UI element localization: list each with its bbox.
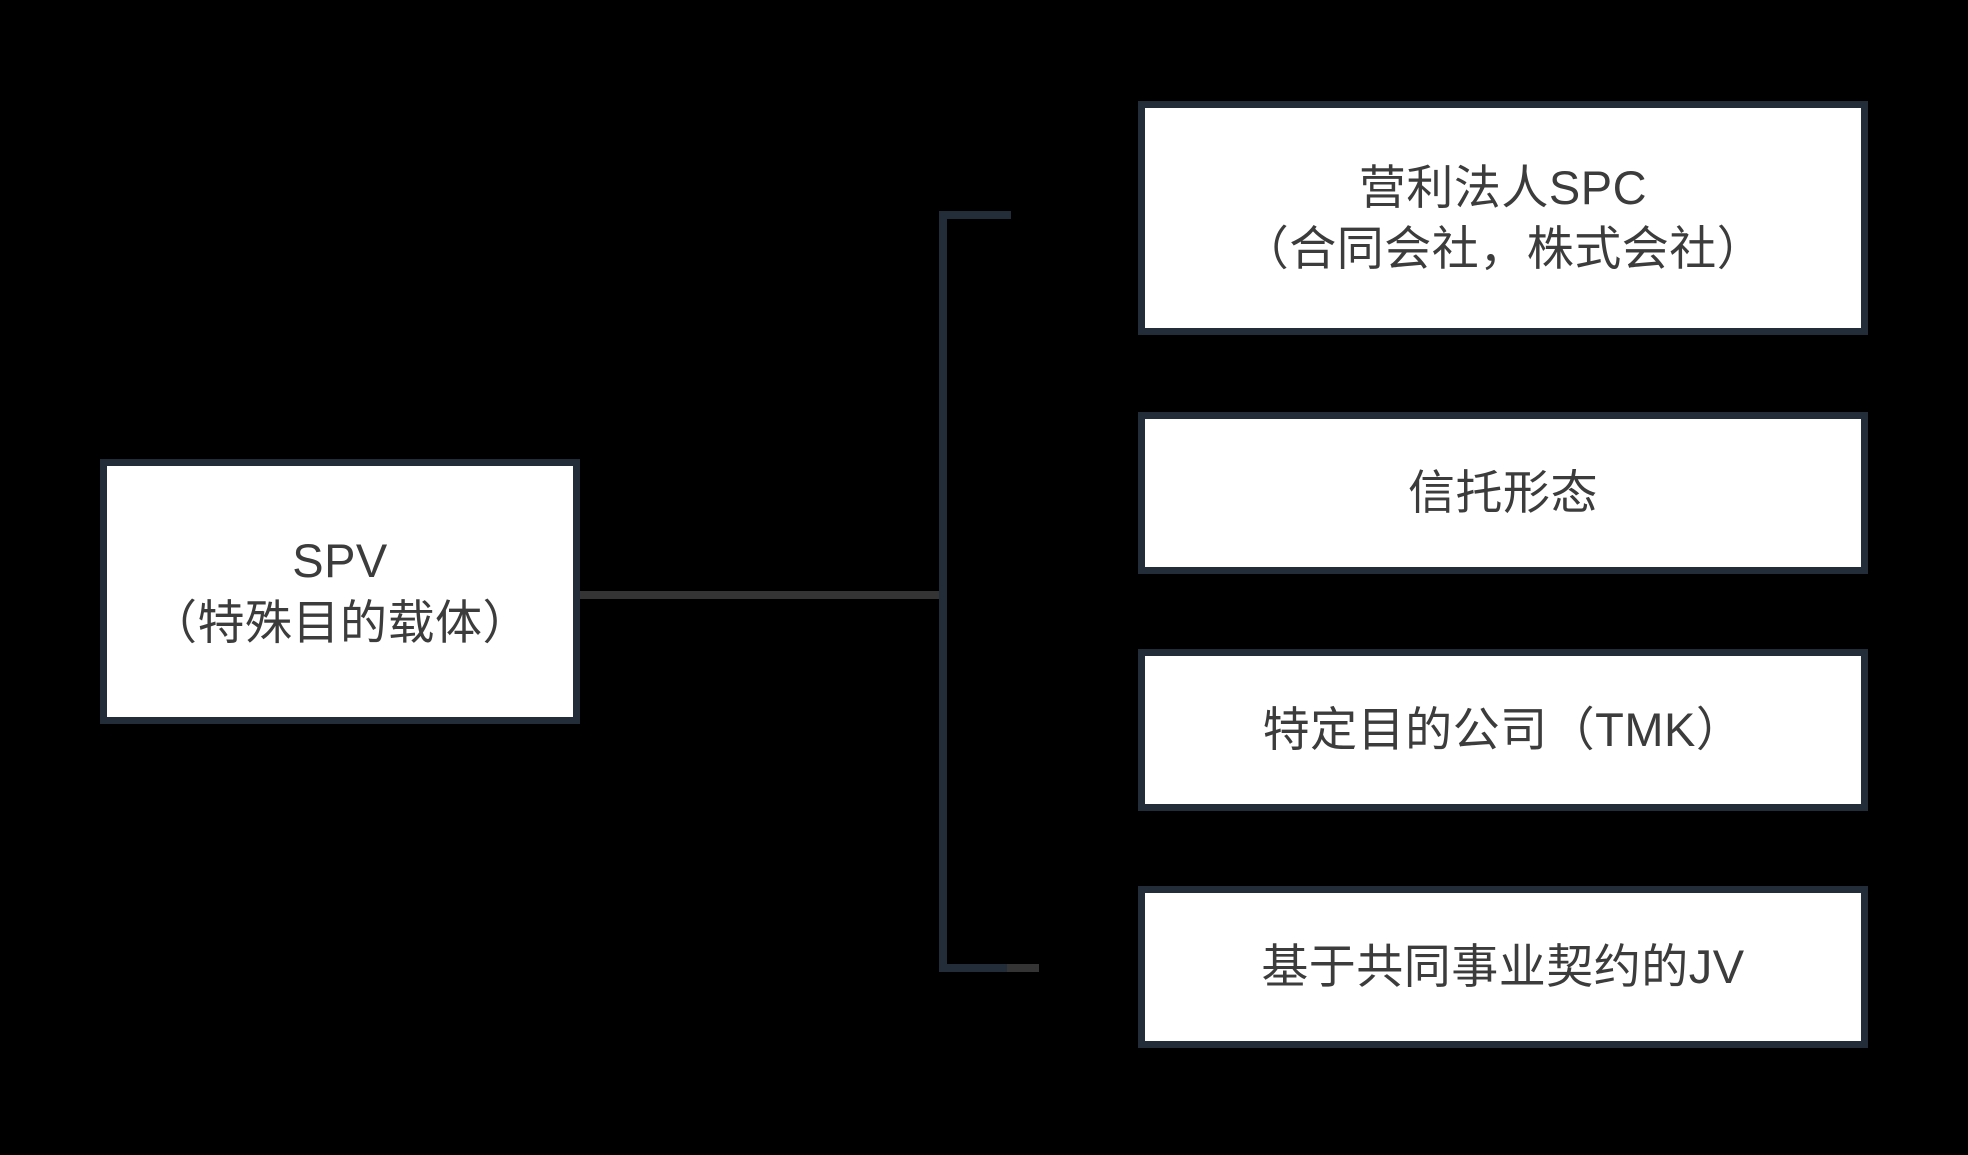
node-spv-line2: （特殊目的载体） (150, 595, 530, 649)
connector-branch-top (939, 211, 1011, 219)
connector-spv-to-trunk (578, 591, 947, 599)
node-joint-venture[interactable]: 基于共同事业契约的JV (1138, 886, 1868, 1048)
connector-branch-bottom-tail (1007, 964, 1039, 972)
connector-branch-bottom (939, 964, 1011, 972)
node-trust-form[interactable]: 信托形态 (1138, 412, 1868, 574)
node-spv[interactable]: SPV （特殊目的载体） (100, 459, 580, 724)
node-jv-line1: 基于共同事业契约的JV (1261, 940, 1745, 994)
node-spc-line1: 营利法人SPC (1358, 160, 1648, 214)
node-spv-line1: SPV (292, 534, 388, 588)
node-profit-corporation-spc[interactable]: 营利法人SPC （合同会社，株式会社） (1138, 101, 1868, 335)
node-spc-line2: （合同会社，株式会社） (1241, 222, 1765, 275)
node-tmk-line1: 特定目的公司（TMK） (1262, 703, 1744, 757)
node-trust-line1: 信托形态 (1408, 466, 1598, 520)
connector-vertical-trunk (939, 211, 947, 972)
node-tmk[interactable]: 特定目的公司（TMK） (1138, 649, 1868, 811)
